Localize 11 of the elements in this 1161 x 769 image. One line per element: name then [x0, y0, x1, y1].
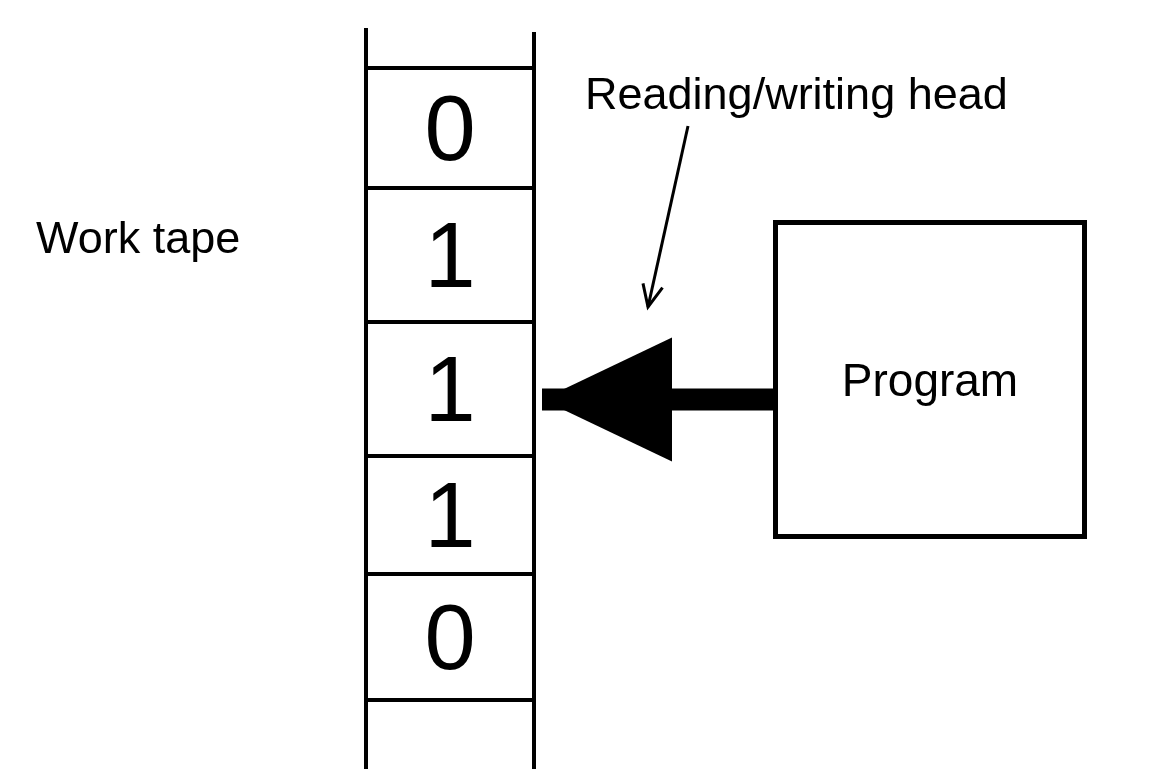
tape-symbol: 0: [424, 591, 476, 683]
program-box: [773, 220, 1087, 539]
head-label: Reading/writing head: [585, 66, 1155, 122]
leader-line: [641, 125, 690, 309]
tape-symbol: 1: [424, 469, 476, 561]
tape-symbol: 1: [424, 209, 476, 301]
tape-symbol: 1: [424, 343, 476, 435]
box-label: Program: [841, 352, 1019, 407]
tape-label: Work tape: [36, 212, 241, 264]
block-arrow: [542, 337, 773, 462]
tape-symbol: 0: [424, 82, 476, 174]
